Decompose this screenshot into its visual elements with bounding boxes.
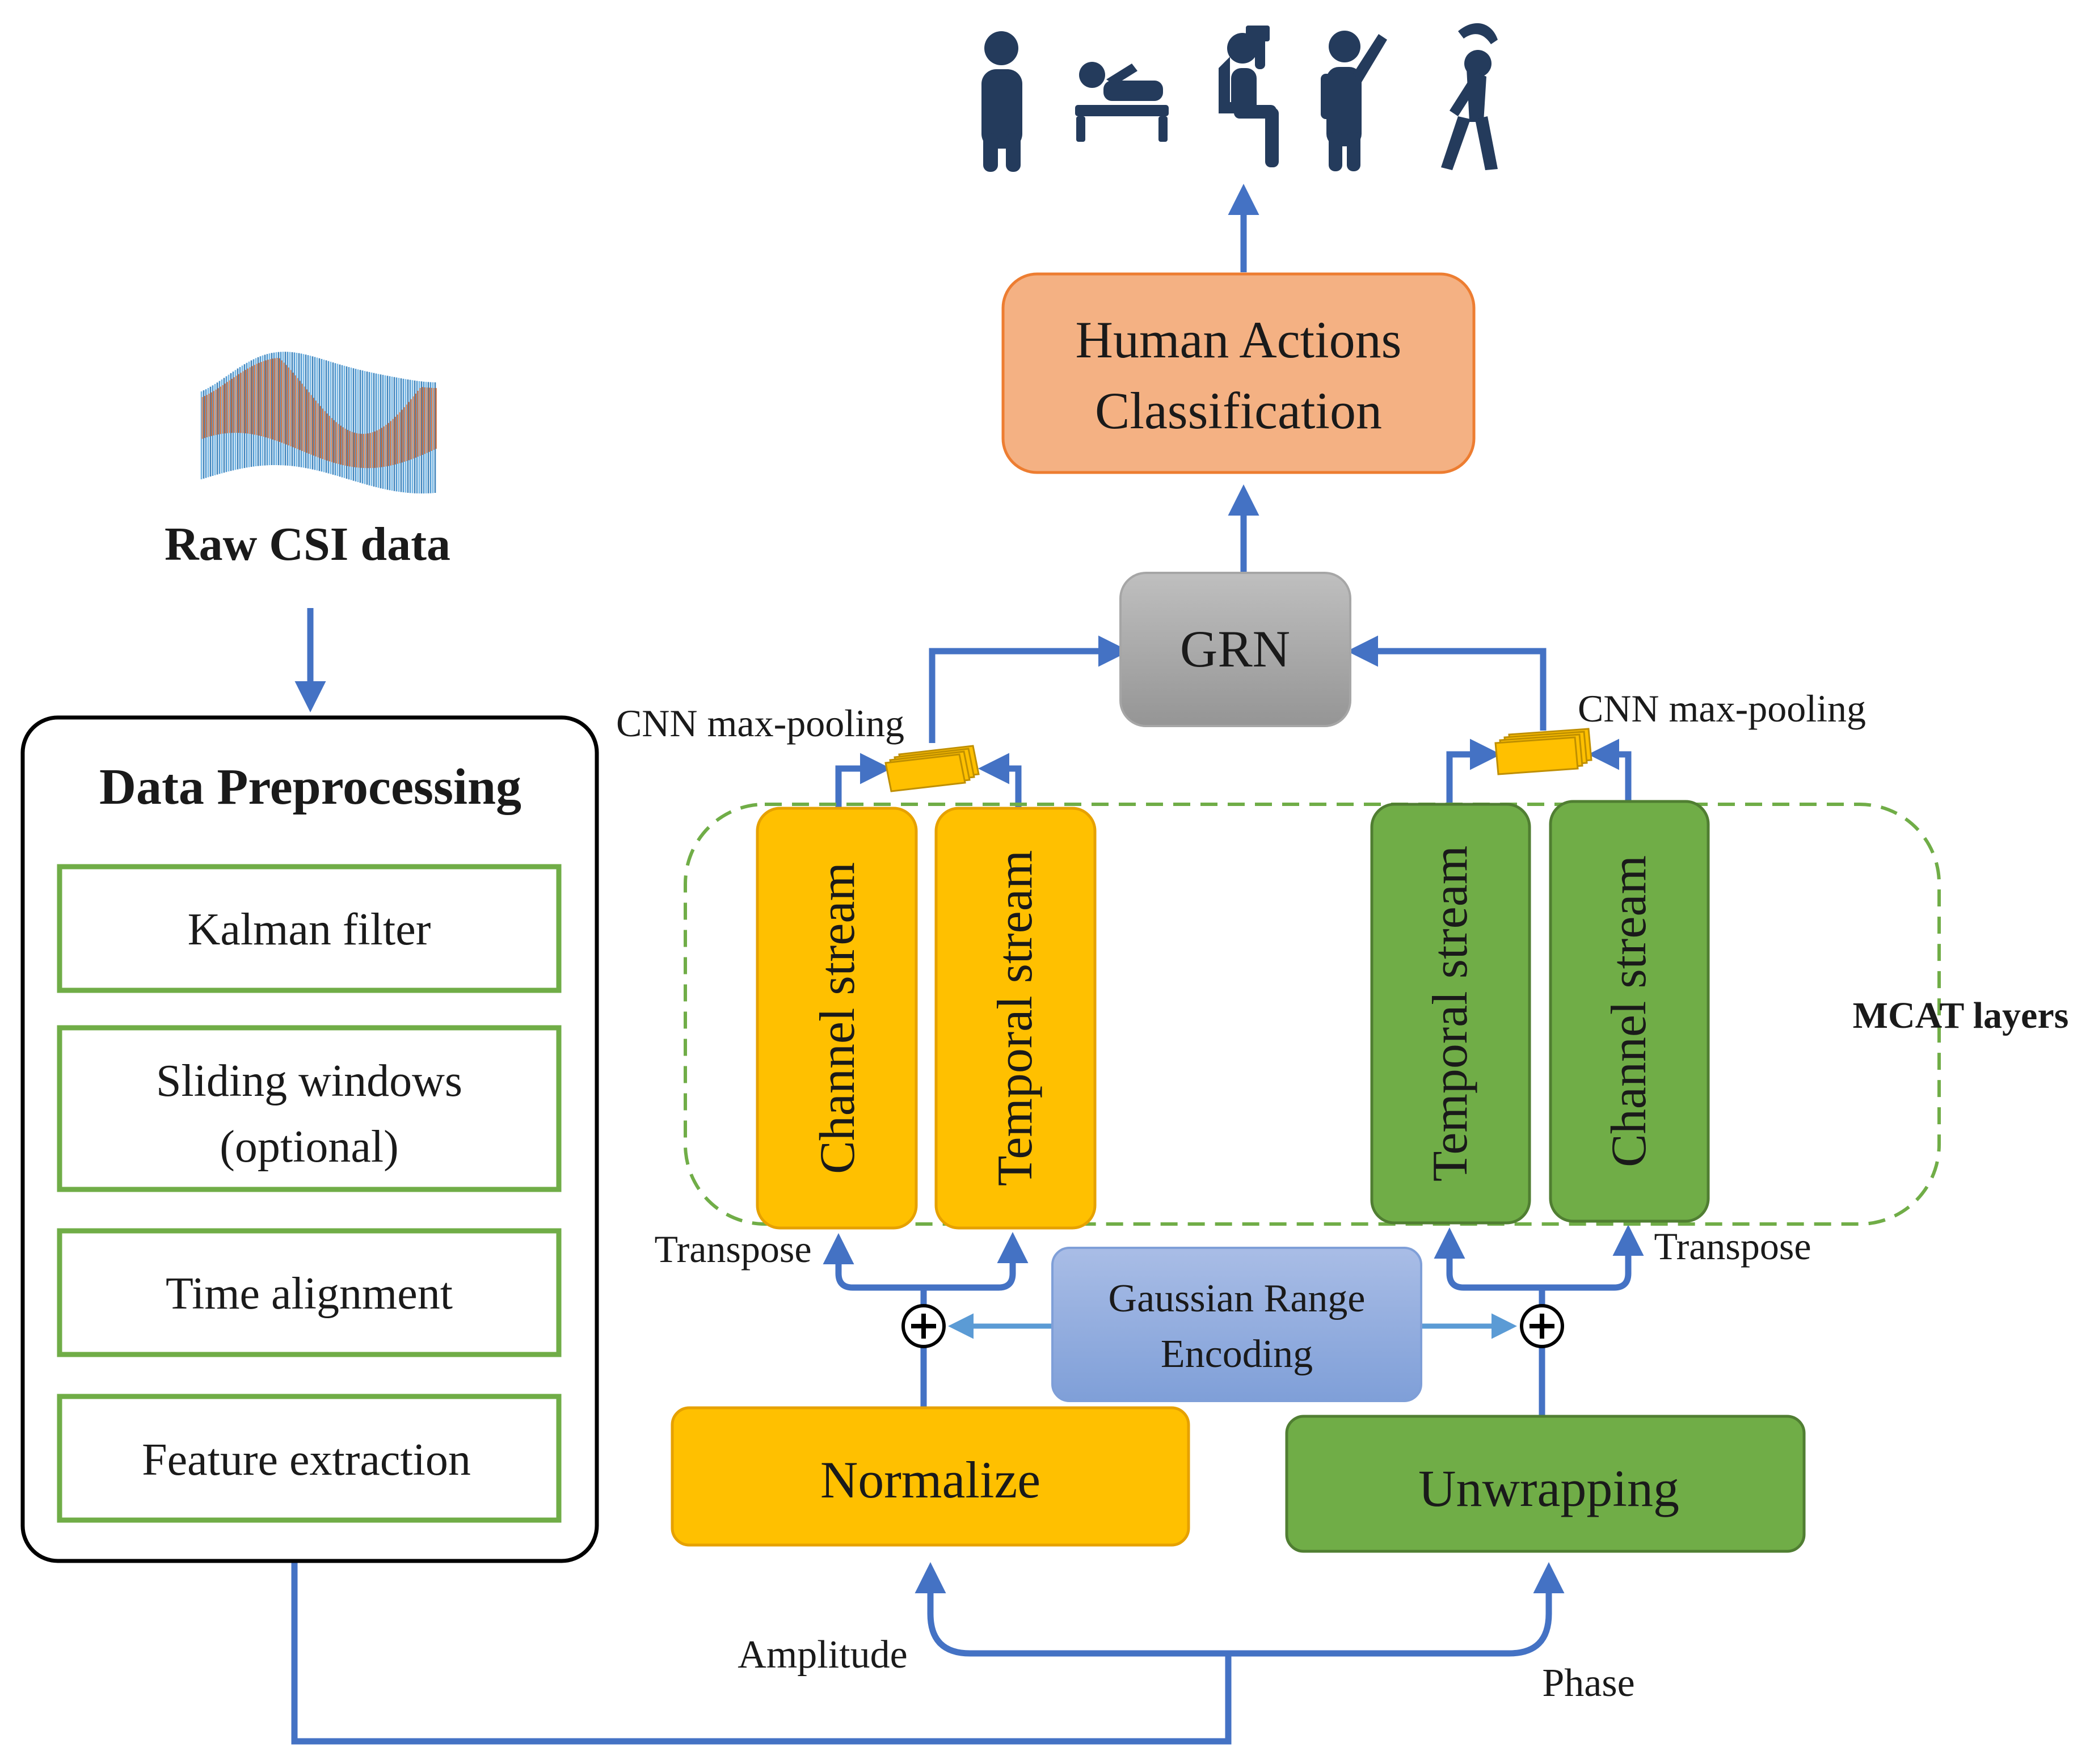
standing-person-icon: [981, 31, 1022, 172]
waving-person-icon: [1321, 31, 1387, 171]
grn-label: GRN: [1180, 620, 1290, 678]
gaussian-encoding-box: Gaussian Range Encoding: [1051, 1247, 1422, 1402]
left-temporal-to-pool-arrow: [978, 753, 1022, 808]
encoding-line-2: Encoding: [1161, 1332, 1313, 1376]
step-feature-extraction: Feature extraction: [142, 1435, 471, 1485]
right-pool-to-grn-arrow: [1347, 635, 1547, 731]
left-temporal-stream-label: Temporal stream: [988, 850, 1043, 1187]
right-channel-stream-label: Channel stream: [1602, 855, 1657, 1167]
activity-icons: [981, 23, 1498, 172]
step-kalman-filter: Kalman filter: [188, 905, 431, 955]
raw-csi-label: Raw CSI data: [165, 518, 450, 571]
feature-map-stack-icon: [1494, 728, 1592, 775]
left-channel-stream: Channel stream: [756, 807, 918, 1230]
preprocessing-step: Kalman filter: [57, 864, 562, 993]
step-sliding-windows-optional: (optional): [220, 1122, 398, 1172]
grn-box: GRN: [1119, 572, 1351, 727]
classification-line-1: Human Actions: [1076, 311, 1402, 369]
left-pooling-label: CNN max-pooling: [616, 702, 904, 745]
left-channel-to-pool-arrow: [835, 753, 891, 808]
phase-arrow: [1228, 1562, 1565, 1657]
right-temporal-to-pool-arrow: [1446, 738, 1501, 805]
unwrapping-box: Unwrapping: [1285, 1415, 1806, 1553]
right-transpose-label: Transpose: [1654, 1225, 1811, 1268]
encoding-line-1: Gaussian Range: [1109, 1277, 1366, 1320]
step-time-alignment: Time alignment: [166, 1269, 453, 1319]
preprocessing-step: Feature extraction: [57, 1394, 562, 1523]
unwrapping-label: Unwrapping: [1418, 1459, 1679, 1517]
amplitude-label: Amplitude: [738, 1633, 907, 1677]
preprocessing-output-line: [291, 1561, 1232, 1745]
connectors: [291, 184, 1644, 1745]
right-transpose-bracket: [1434, 1225, 1644, 1291]
left-pooling: CNN max-pooling: [616, 702, 980, 792]
preprocessing-panel: Data Preprocessing Kalman filter Sliding…: [20, 715, 599, 1563]
preprocessing-title: Data Preprocessing: [99, 759, 521, 815]
right-channel-to-pool-arrow: [1588, 738, 1632, 803]
stretching-person-icon: [1441, 23, 1498, 170]
left-transpose-bracket: [823, 1232, 1029, 1291]
plus-circle-icon: [901, 1304, 946, 1348]
preprocessing-step: Time alignment: [57, 1228, 562, 1357]
right-temporal-stream: Temporal stream: [1370, 803, 1531, 1225]
plus-circle-icon: [1520, 1304, 1564, 1348]
preprocessing-step: Sliding windows (optional): [57, 1025, 562, 1192]
right-pooling-label: CNN max-pooling: [1578, 687, 1866, 730]
left-pool-to-grn-arrow: [929, 635, 1130, 743]
amplitude-arrow: [915, 1562, 1228, 1657]
left-temporal-stream: Temporal stream: [934, 807, 1097, 1230]
normalize-box: Normalize: [671, 1406, 1190, 1547]
mcat-region: [684, 803, 1941, 1226]
lying-person-icon: [1075, 62, 1169, 142]
sitting-person-icon: [1219, 26, 1279, 167]
right-pooling: CNN max-pooling: [1494, 687, 1866, 775]
step-sliding-windows: Sliding windows: [156, 1056, 462, 1106]
phase-label: Phase: [1542, 1661, 1634, 1705]
left-channel-stream-label: Channel stream: [810, 862, 865, 1174]
classification-box: Human Actions Classification: [1001, 272, 1476, 474]
normalize-label: Normalize: [820, 1451, 1040, 1509]
left-transpose-label: Transpose: [654, 1227, 811, 1271]
right-temporal-stream-label: Temporal stream: [1423, 846, 1478, 1182]
right-channel-stream: Channel stream: [1549, 800, 1710, 1223]
mcat-label: MCAT layers: [1853, 995, 2069, 1036]
classification-line-2: Classification: [1095, 382, 1382, 440]
csi-waveform-icon: [200, 352, 437, 493]
feature-map-stack-icon: [884, 745, 980, 792]
